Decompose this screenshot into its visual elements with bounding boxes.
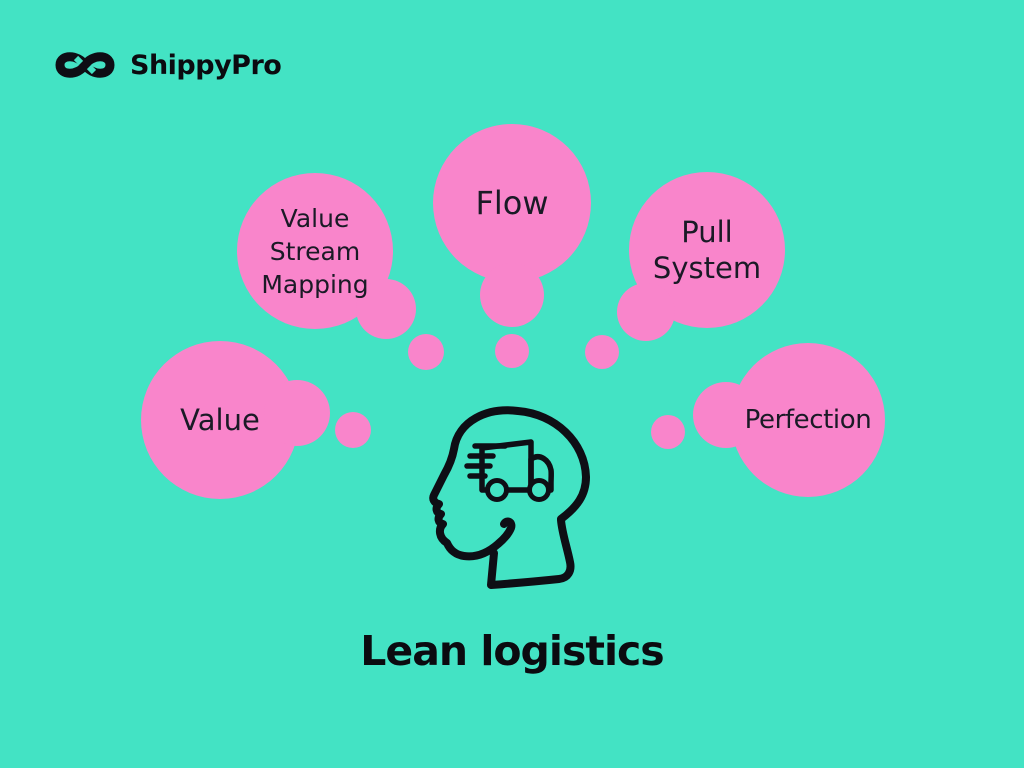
truck-wheel (527, 478, 551, 502)
bubble-label-value: Value (180, 403, 260, 437)
brand-logo: ShippyPro (52, 48, 282, 82)
bubble-label-pull-system: Pull System (652, 214, 762, 285)
head-with-delivery-truck-icon (429, 406, 590, 589)
bubble-circle-dot (651, 415, 685, 449)
delivery-truck-icon (464, 439, 554, 502)
bubble-label-value-stream-mapping: Value Stream Mapping (261, 203, 369, 299)
bubble-circle-dot (585, 335, 619, 369)
neck-outline (487, 516, 575, 589)
truck-cab (528, 454, 554, 493)
bubble-circle-medium (356, 279, 416, 339)
bubble-circle-medium (693, 382, 759, 448)
bubble-circle-dot (335, 412, 371, 448)
infinity-logo-icon (55, 52, 115, 78)
head-outline (429, 406, 590, 561)
truck-wheel (485, 478, 509, 502)
bubble-label-flow: Flow (475, 184, 549, 222)
bubble-circle-dot (408, 334, 444, 370)
page-title: Lean logistics (360, 627, 664, 676)
bubble-label-perfection: Perfection (744, 405, 872, 435)
bubble-circle-large (433, 124, 591, 282)
bubble-circle-medium (480, 263, 544, 327)
brand-name: ShippyPro (130, 49, 282, 81)
bubble-circle-medium (264, 380, 330, 446)
bubble-circle-medium (617, 283, 675, 341)
bubble-circle-dot (495, 334, 529, 368)
